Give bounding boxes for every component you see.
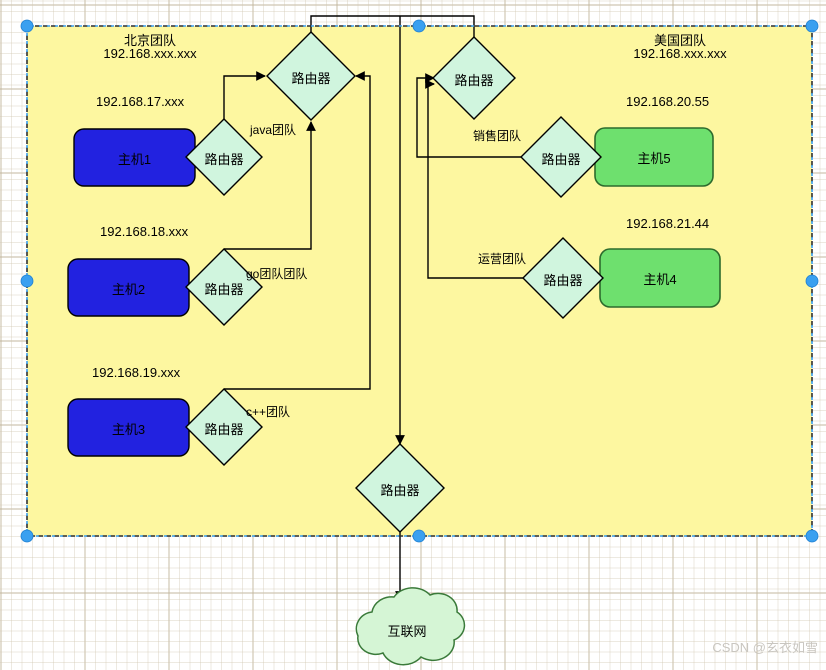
selection-handles[interactable] (20, 19, 819, 543)
internet-cloud-shape[interactable] (355, 587, 466, 666)
handle-bottom-center[interactable] (412, 529, 426, 543)
router-diamond-gateway[interactable] (355, 443, 445, 533)
link-java-to-core (223, 71, 266, 119)
router-diamond-beijing-core[interactable] (266, 31, 356, 121)
handle-top-center[interactable] (412, 19, 426, 33)
host-box-host1[interactable] (73, 128, 196, 187)
watermark: CSDN @玄衣如雪 (712, 640, 818, 655)
router-diamond-sales[interactable] (520, 116, 602, 198)
router-shapes (185, 31, 604, 533)
link-sales-to-core (416, 73, 521, 158)
host-box-host3[interactable] (67, 398, 190, 457)
router-diamond-ops[interactable] (522, 237, 604, 319)
host-shapes (67, 127, 721, 457)
connector-lines (223, 15, 523, 601)
handle-top-left[interactable] (20, 19, 34, 33)
handle-bottom-left[interactable] (20, 529, 34, 543)
router-diamond-go[interactable] (185, 248, 263, 326)
host-box-host5[interactable] (594, 127, 714, 187)
handle-bottom-right[interactable] (805, 529, 819, 543)
link-ops-to-core (425, 79, 523, 279)
link-go-to-core (224, 121, 316, 250)
router-diamond-usa-core[interactable] (432, 36, 516, 120)
router-diamond-cpp[interactable] (185, 388, 263, 466)
host-box-host2[interactable] (67, 258, 190, 317)
handle-middle-left[interactable] (20, 274, 34, 288)
router-diamond-java[interactable] (185, 118, 263, 196)
link-cpp-to-core (224, 71, 371, 390)
host-box-host4[interactable] (599, 248, 721, 308)
handle-top-right[interactable] (805, 19, 819, 33)
handle-middle-right[interactable] (805, 274, 819, 288)
